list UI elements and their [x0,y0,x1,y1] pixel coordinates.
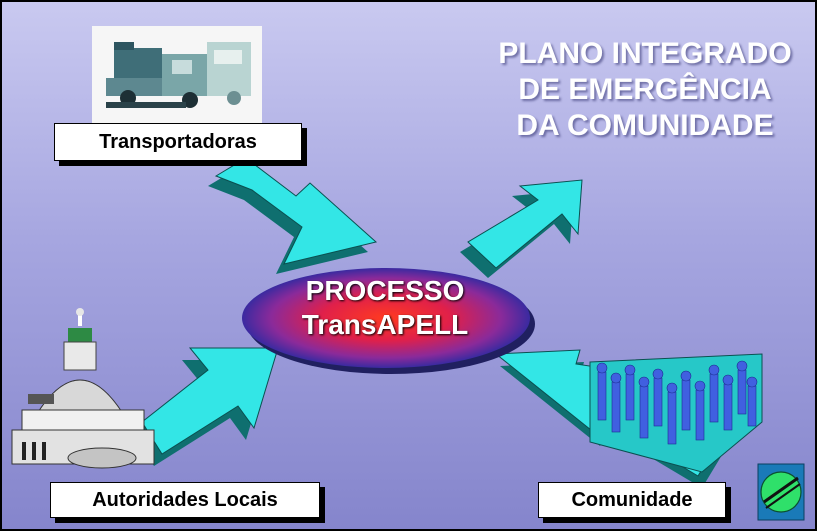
truck-icon [92,26,262,124]
capitol-building-icon [11,308,155,469]
process-line-1: PROCESSO [305,275,465,306]
label-comunidade: Comunidade [538,482,726,518]
arrow-plano [460,179,583,278]
process-label: PROCESSO TransAPELL [270,274,500,342]
label-transportadoras: Transportadoras [54,123,302,161]
arrow-autoridades [134,347,279,466]
arrow-transportadoras [208,157,378,274]
process-line-2: TransAPELL [301,309,469,340]
crowd-icon [589,353,763,473]
logo-icon [757,463,805,521]
process-ellipse [242,268,535,374]
label-autoridades-locais: Autoridades Locais [50,482,320,518]
plan-title: PLANO INTEGRADO DE EMERGÊNCIA DA COMUNID… [498,37,792,142]
